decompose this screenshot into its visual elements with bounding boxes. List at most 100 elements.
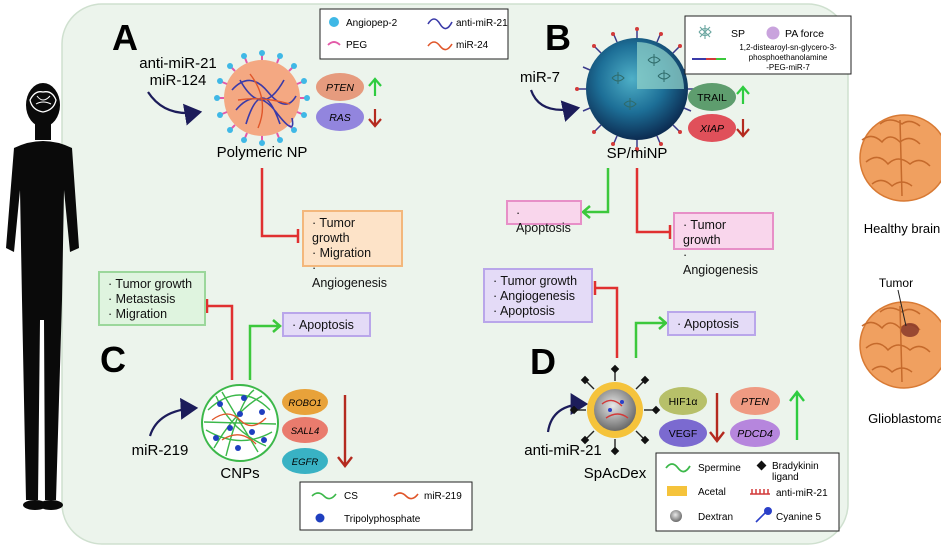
outcome-b-2: · Angiogenesis xyxy=(683,248,759,277)
svg-text:PTEN: PTEN xyxy=(741,396,769,408)
down-arrow-icon-d xyxy=(709,393,725,443)
legend-antimir-d: anti-miR-21 xyxy=(776,488,828,499)
angiopep-icon xyxy=(329,17,339,27)
gene-robo1-c: ROBO1 xyxy=(282,389,328,415)
human-silhouette-icon xyxy=(6,83,79,510)
panel-letter-a: A xyxy=(112,17,138,58)
legend-b xyxy=(684,15,852,75)
cnps-icon xyxy=(201,384,279,462)
bradykinin-icon xyxy=(756,460,767,471)
down-arrow-icon-a xyxy=(368,109,382,128)
up-arrow-icon-a xyxy=(368,77,382,96)
outcome-box-d-promoted: · Apoptosis xyxy=(667,311,756,336)
outcome-a-3: · Angiogenesis xyxy=(312,261,388,290)
legend-lipid-line3: -PEG-miR-7 xyxy=(766,63,810,72)
legend-spermine: Spermine xyxy=(698,463,741,474)
pa-force-icon xyxy=(766,26,780,40)
legend-pa: PA force xyxy=(785,28,824,40)
cs-icon xyxy=(311,492,337,500)
legend-lipid-line2: phosphoethanolamine xyxy=(749,53,828,62)
outcome-d-2: · Angiogenesis xyxy=(493,289,576,303)
outcome-b-1: · Tumor growth xyxy=(683,218,727,247)
acetal-icon xyxy=(667,486,687,496)
legend-dextran: Dextran xyxy=(698,512,733,523)
svg-text:EGFR: EGFR xyxy=(292,457,319,468)
sp-minp-icon xyxy=(575,27,699,151)
gene-ras-a: RAS xyxy=(316,103,364,131)
gene-pdcd4-d: PDCD4 xyxy=(730,419,780,447)
cyanine5-icon xyxy=(755,507,772,523)
outcome-box-a-inhibited: · Tumor growth · Migration · Angiogenesi… xyxy=(302,210,403,290)
legend-peg: PEG xyxy=(346,40,367,51)
delivery-arrow-d xyxy=(546,393,589,433)
down-arrow-icon-b xyxy=(736,119,750,138)
antimir-icon xyxy=(427,18,453,30)
mirna-label-a1: anti-miR-21 xyxy=(139,55,217,72)
svg-text:SALL4: SALL4 xyxy=(291,426,320,437)
outcome-c-2: · Metastasis xyxy=(108,292,176,306)
legend-sp: SP xyxy=(731,28,745,40)
glioblastoma-brain-icon xyxy=(859,289,941,389)
up-arrow-icon-b xyxy=(736,85,750,104)
svg-text:TRAIL: TRAIL xyxy=(697,92,727,104)
sp-icon xyxy=(698,25,712,39)
dextran-icon xyxy=(670,510,682,522)
down-arrow-icon-c xyxy=(337,395,353,468)
legend-cs: CS xyxy=(344,491,358,502)
legend-c xyxy=(299,481,473,531)
legend-bradykinin-2: ligand xyxy=(772,472,799,483)
outcome-box-b-promoted: · Apoptosis xyxy=(506,200,582,235)
legend-antimir-a: anti-miR-21 xyxy=(456,18,508,29)
svg-text:ROBO1: ROBO1 xyxy=(288,398,321,409)
gene-xiap-b: XIAP xyxy=(688,114,736,142)
panel-letter-c: C xyxy=(100,339,126,380)
gene-egfr-c: EGFR xyxy=(282,448,328,474)
inhibit-connector-b xyxy=(635,168,672,239)
promote-connector-d xyxy=(634,316,668,358)
legend-lipid-line1: 1,2-distearoyl-sn-glycero-3- xyxy=(739,43,837,52)
outcome-c-1: · Tumor growth xyxy=(108,277,193,291)
legend-a xyxy=(319,8,509,60)
svg-text:HIF1α: HIF1α xyxy=(669,396,698,408)
outcome-c-3: · Migration xyxy=(108,307,168,321)
outcome-b-apoptosis: · Apoptosis xyxy=(516,206,571,235)
carrier-label-b: SP/miNP xyxy=(607,145,668,162)
gene-sall4-c: SALL4 xyxy=(282,417,328,443)
svg-text:PDCD4: PDCD4 xyxy=(737,428,773,440)
outcome-box-c-promoted: · Apoptosis xyxy=(282,312,371,337)
mir24-icon xyxy=(427,41,453,51)
legend-mir219: miR-219 xyxy=(424,491,462,502)
mir219-icon xyxy=(393,492,419,500)
outcome-box-d-inhibited: · Tumor growth · Angiogenesis · Apoptosi… xyxy=(483,268,593,323)
outcome-box-c-inhibited: · Tumor growth · Metastasis · Migration xyxy=(98,271,206,326)
tumor-label: Tumor xyxy=(879,276,913,290)
legend-cy5: Cyanine 5 xyxy=(776,512,821,523)
healthy-brain-icon xyxy=(859,114,941,202)
gene-vegf-d: VEGF xyxy=(659,419,707,447)
inhibit-connector-a xyxy=(260,168,300,243)
outcome-c-apoptosis: · Apoptosis xyxy=(292,318,354,332)
gene-pten-a: PTEN xyxy=(316,73,364,101)
svg-text:XIAP: XIAP xyxy=(699,123,724,135)
gene-pten-d: PTEN xyxy=(730,387,780,415)
panel-letter-b: B xyxy=(545,17,571,58)
outcome-d-3: · Apoptosis xyxy=(493,304,555,318)
svg-text:PTEN: PTEN xyxy=(326,82,354,94)
inhibit-connector-d xyxy=(593,281,619,358)
gene-trail-b: TRAIL xyxy=(688,83,736,111)
svg-text:VEGF: VEGF xyxy=(669,428,698,440)
outcome-a-1: · Tumor growth xyxy=(312,216,356,245)
carrier-label-c: CNPs xyxy=(220,465,259,482)
peg-icon xyxy=(327,41,341,46)
antimir21-d-icon xyxy=(750,489,770,495)
outcome-d-apoptosis: · Apoptosis xyxy=(677,317,739,331)
mirna-label-d: anti-miR-21 xyxy=(524,442,602,459)
delivery-arrow-b xyxy=(529,89,581,122)
delivery-arrow-a xyxy=(147,91,203,126)
mirna-label-c: miR-219 xyxy=(132,442,189,459)
delivery-arrow-c xyxy=(148,397,199,437)
mirna-label-a2: miR-124 xyxy=(150,72,207,89)
legend-acetal: Acetal xyxy=(698,487,726,498)
outcome-box-b-inhibited: · Tumor growth · Angiogenesis xyxy=(673,212,774,277)
glioblastoma-label: Glioblastoma xyxy=(868,411,941,426)
